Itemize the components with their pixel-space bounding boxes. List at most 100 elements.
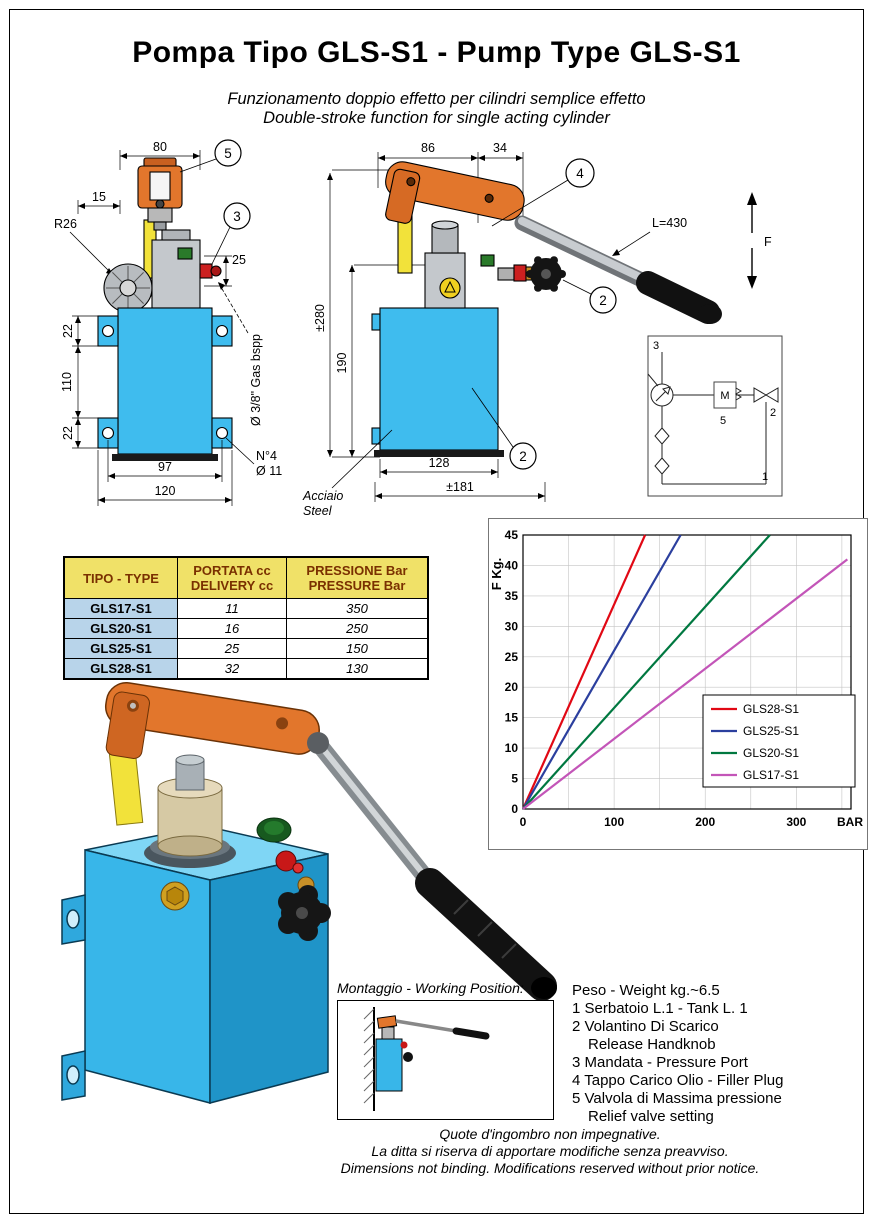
dim-r26: R26	[54, 217, 115, 277]
dim-r26-label: R26	[54, 217, 77, 231]
series-GLS28-S1	[521, 534, 647, 810]
cell-type: GLS25-S1	[63, 638, 178, 659]
subtitle-italian: Funzionamento doppio effetto per cilindr…	[227, 90, 646, 108]
pressure-port-3d	[275, 850, 297, 872]
callout-2b: 2	[471, 387, 537, 470]
port-label-text: Ø 3/8" Gas bspp	[249, 334, 263, 426]
check-valve-symbol	[654, 457, 670, 475]
dim-25: 25	[204, 253, 246, 287]
schematic-2-label: 2	[770, 407, 776, 419]
dim-190-label: 190	[335, 353, 349, 374]
handle-side	[385, 161, 525, 224]
x-tick-label: 200	[695, 815, 715, 829]
cell-delivery: 25	[177, 638, 287, 659]
col-pressure-header: PRESSIONE Bar PRESSURE Bar	[286, 556, 429, 599]
note-item: 5 Valvola di Massima pressione	[572, 1090, 782, 1107]
pump-3d-illustration	[61, 681, 557, 1104]
mount-hole	[101, 426, 115, 440]
dim-34: 34	[478, 141, 524, 223]
dim-280: ±280	[313, 169, 420, 458]
dim-25-label: 25	[232, 253, 246, 267]
handle-3d	[104, 681, 320, 760]
footer-disclaimer: Quote d'ingombro non impegnative. La dit…	[240, 1126, 860, 1177]
lever-length-label: L=430	[652, 216, 687, 230]
series-GLS20-S1	[522, 534, 771, 810]
table-row: GLS17-S1 11 350	[63, 598, 429, 619]
filler-plug-front	[177, 247, 193, 260]
subtitle-english: Double-stroke function for single acting…	[263, 109, 610, 127]
dim-22-bottom: 22	[61, 418, 98, 449]
cell-pressure: 130	[286, 658, 429, 680]
pump-head-front	[151, 229, 222, 309]
series-GLS17-S1	[522, 558, 849, 810]
cell-pressure: 350	[286, 598, 429, 619]
dim-128-label: 128	[429, 456, 450, 470]
working-position-box	[337, 1000, 554, 1120]
dim-15-label: 15	[92, 190, 106, 204]
note-item: 2 Volantino Di Scarico	[572, 1018, 719, 1035]
x-axis-label: BAR	[837, 815, 863, 829]
release-knob-3d	[278, 885, 331, 941]
y-tick-label: 25	[505, 650, 519, 664]
dim-110: 110	[60, 346, 98, 419]
mini-pump-tank	[375, 1038, 403, 1092]
table-row: GLS28-S1 32 130	[63, 658, 429, 680]
working-position-illustration	[363, 1007, 490, 1111]
cell-delivery: 16	[177, 618, 287, 639]
x-tick-label: 0	[520, 815, 527, 829]
cell-type: GLS20-S1	[63, 618, 178, 639]
y-tick-label: 10	[505, 741, 519, 755]
mount-hole	[215, 324, 229, 338]
tank-base	[112, 454, 218, 461]
col-type-header: TIPO - TYPE	[63, 556, 178, 599]
dim-181-label: ±181	[446, 480, 474, 494]
callout-4: 4	[491, 158, 595, 227]
dim-80: 80	[119, 140, 201, 170]
callout-3-label: 3	[233, 209, 241, 224]
y-tick-label: 20	[505, 680, 519, 694]
needle-valve-symbol	[765, 387, 779, 403]
technical-drawings: 80 15 R26	[54, 139, 783, 518]
holes-note: N°4 Ø 11	[225, 437, 282, 478]
dim-120: 120	[97, 450, 233, 506]
callout-5: 5	[179, 139, 242, 173]
x-tick-label: 300	[786, 815, 806, 829]
cell-delivery: 11	[177, 598, 287, 619]
legend-label: GLS28-S1	[743, 702, 799, 716]
callout-2a-label: 2	[599, 293, 607, 308]
tank-3d	[61, 825, 329, 1104]
spec-table: TIPO - TYPE PORTATA cc DELIVERY cc PRESS…	[63, 556, 429, 680]
front-view: 80 15 R26	[54, 139, 282, 506]
dim-110-label: 110	[60, 372, 74, 392]
col-delivery-header: PORTATA cc DELIVERY cc	[177, 556, 287, 599]
grip	[636, 271, 720, 324]
lever-3d	[307, 732, 557, 1001]
y-tick-label: 30	[505, 619, 519, 633]
dim-22b-label: 22	[61, 426, 75, 440]
callout-4-label: 4	[576, 166, 584, 181]
table-row: GLS20-S1 16 250	[63, 618, 429, 639]
footer-line-1: Quote d'ingombro non impegnative.	[439, 1126, 661, 1142]
dim-120-label: 120	[155, 484, 176, 498]
series-GLS25-S1	[522, 534, 682, 810]
relief-valve-m-label: M	[720, 390, 729, 402]
dim-181: ±181	[374, 480, 546, 502]
dim-97: 97	[107, 440, 223, 482]
y-tick-label: 35	[505, 589, 519, 603]
table-row: GLS25-S1 25 150	[63, 638, 429, 659]
release-knob-side	[497, 256, 566, 292]
wall-hatch	[363, 1008, 375, 1104]
dim-80-label: 80	[153, 140, 167, 154]
note-item: Relief valve setting	[588, 1108, 714, 1125]
lever-side	[514, 215, 722, 324]
schematic-5-label: 5	[720, 415, 726, 427]
callout-3: 3	[211, 202, 251, 265]
x-tick-label: 100	[604, 815, 624, 829]
dim-22-top: 22	[61, 315, 98, 347]
callout-5-label: 5	[224, 146, 232, 161]
cell-pressure: 250	[286, 618, 429, 639]
handle-clevis	[137, 157, 183, 231]
y-tick-label: 15	[505, 711, 519, 725]
